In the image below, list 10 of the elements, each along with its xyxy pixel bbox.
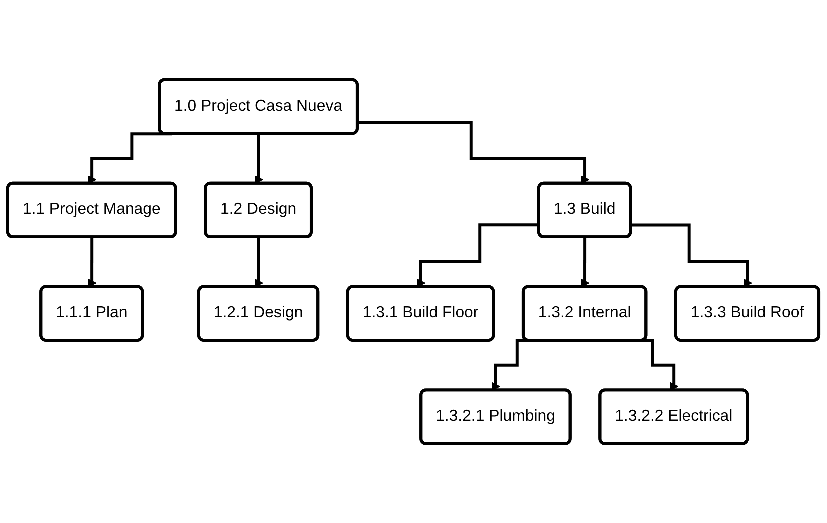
arrow [580,236,590,288]
arrow [416,223,540,288]
arrow [254,132,264,184]
arrow [631,223,752,288]
arrow [632,339,679,391]
arrow [358,121,590,184]
arrow [492,339,540,391]
arrow [88,132,172,184]
arrow [254,236,264,288]
arrow [88,236,97,288]
